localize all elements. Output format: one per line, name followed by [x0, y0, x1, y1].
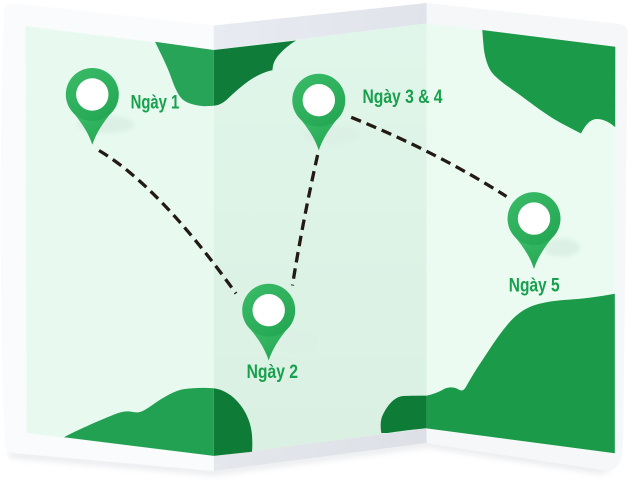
svg-text:Ngày 3 & 4: Ngày 3 & 4	[363, 86, 443, 108]
svg-text:Ngày 1: Ngày 1	[131, 92, 180, 114]
svg-text:Ngày 5: Ngày 5	[509, 274, 560, 296]
svg-text:Ngày 2: Ngày 2	[247, 361, 298, 383]
